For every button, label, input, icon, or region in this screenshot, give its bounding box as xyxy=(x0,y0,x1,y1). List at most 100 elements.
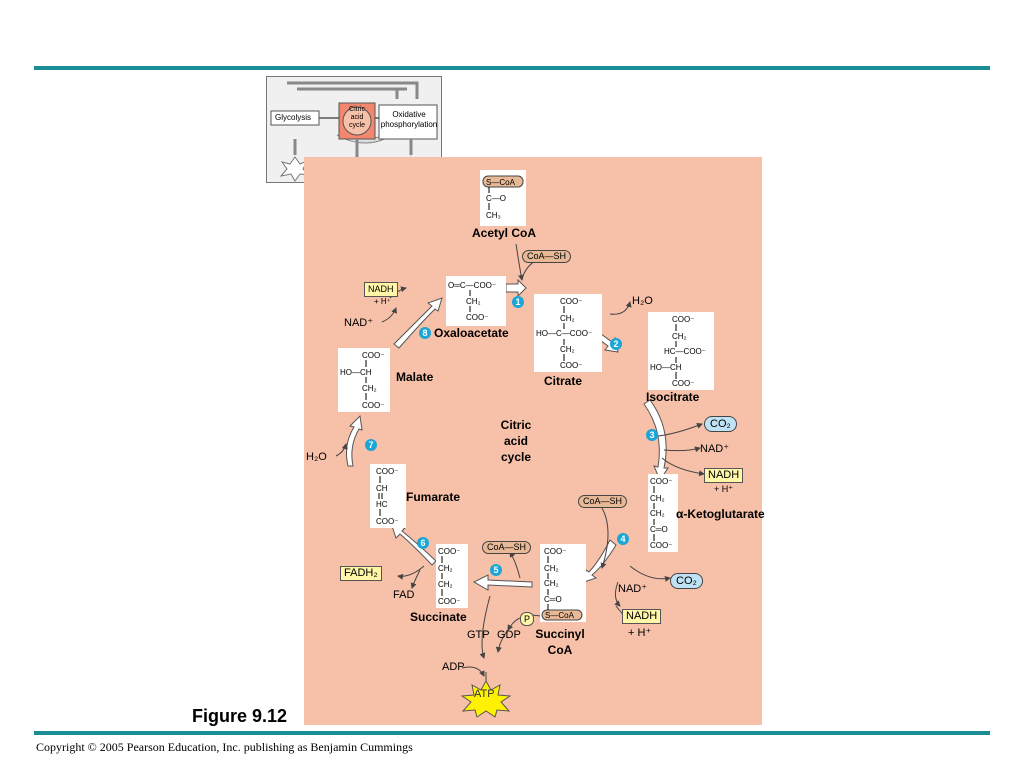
succinyl-word: Succinyl xyxy=(535,627,585,641)
svg-text:HO—C—COO⁻: HO—C—COO⁻ xyxy=(536,329,592,338)
arrow-step-4 xyxy=(583,539,617,583)
svg-text:O═C—COO⁻: O═C—COO⁻ xyxy=(448,281,496,290)
arrow-step-3 xyxy=(643,399,669,482)
inset-acid-word: acid xyxy=(350,114,364,121)
svg-text:COO⁻: COO⁻ xyxy=(362,351,384,360)
fumarate-structure: COO⁻ CH HC COO⁻ xyxy=(370,464,406,528)
svg-text:COO⁻: COO⁻ xyxy=(560,297,582,306)
center-citric-word: Citric xyxy=(500,418,532,432)
svg-text:CH₂: CH₂ xyxy=(560,345,575,354)
step-badge-6: 6 xyxy=(417,537,429,549)
ketoglutarate-structure: COO⁻ CH₂ CH₂ C═O COO⁻ xyxy=(648,474,678,552)
oxaloacetate-structure: O═C—COO⁻ CH₂ COO⁻ xyxy=(446,276,506,326)
hplus-step8: + H⁺ xyxy=(374,297,391,306)
svg-text:CH₂: CH₂ xyxy=(438,564,453,573)
svg-text:COO⁻: COO⁻ xyxy=(376,467,398,476)
svg-text:CH₂: CH₂ xyxy=(650,509,665,518)
svg-text:CH₂: CH₂ xyxy=(362,384,377,393)
cycle-center-title: Citric acid cycle xyxy=(486,417,546,465)
ketoglutarate-label: α-Ketoglutarate xyxy=(676,507,765,521)
svg-text:HO—CH: HO—CH xyxy=(340,368,372,377)
acetyl-coa-structure: S—CoA C—O CH₃ xyxy=(480,170,526,226)
citrate-structure: COO⁻ CH₂ HO—C—COO⁻ CH₂ COO⁻ xyxy=(534,294,602,372)
succinate-structure: COO⁻ CH₂ CH₂ COO⁻ xyxy=(436,544,468,608)
figure-label: Figure 9.12 xyxy=(192,706,288,726)
inset-glycolysis-label: Glycolysis xyxy=(275,113,312,122)
svg-text:CH₂: CH₂ xyxy=(672,332,687,341)
succinyl-coa-structure: COO⁻ CH₂ CH₂ C═O S—CoA xyxy=(540,544,586,622)
phosphate-badge: P xyxy=(520,612,534,626)
isocitrate-label: Isocitrate xyxy=(646,390,700,404)
svg-text:CH₂: CH₂ xyxy=(438,580,453,589)
svg-text:S—CoA: S—CoA xyxy=(545,611,575,620)
svg-text:HO—CH: HO—CH xyxy=(650,363,682,372)
fumarate-label: Fumarate xyxy=(406,490,461,504)
step-badge-7: 7 xyxy=(365,439,377,451)
svg-text:COO⁻: COO⁻ xyxy=(362,401,384,410)
arrow-step-7 xyxy=(346,414,363,467)
co2-step3: CO₂ xyxy=(704,416,737,432)
step-badge-8: 8 xyxy=(419,327,431,339)
citrate-label: Citrate xyxy=(544,374,583,388)
coa-sh-tag-step5: CoA—SH xyxy=(482,541,532,554)
inset-oxidative-word: Oxidative xyxy=(392,110,426,119)
svg-text:CH₂: CH₂ xyxy=(650,494,665,503)
coa-sh-tag-step1: CoA—SH xyxy=(522,250,572,263)
svg-text:COO⁻: COO⁻ xyxy=(466,313,488,322)
arrow-step-1 xyxy=(505,278,527,298)
inset-cycle-word: cycle xyxy=(349,122,365,129)
svg-text:CH₂: CH₂ xyxy=(466,297,481,306)
svg-text:CH₂: CH₂ xyxy=(544,579,559,588)
coa-sh-tag-step4: CoA—SH xyxy=(578,495,628,508)
nadh-step8: NADH xyxy=(364,282,398,297)
nadh-step4: NADH xyxy=(622,609,662,624)
atp-label: ATP xyxy=(474,688,495,700)
center-cycle-word: cycle xyxy=(500,450,532,464)
svg-text:COO⁻: COO⁻ xyxy=(560,361,582,370)
step-badge-1: 1 xyxy=(512,296,524,308)
arrow-step-5 xyxy=(472,574,533,591)
top-rule xyxy=(34,66,990,70)
oxaloacetate-label: Oxaloacetate xyxy=(434,326,509,340)
center-acid-word: acid xyxy=(503,434,528,448)
svg-text:C—O: C—O xyxy=(486,194,506,203)
nad-step8: NAD⁺ xyxy=(344,317,374,329)
co2-step4: CO₂ xyxy=(670,573,703,589)
malate-label: Malate xyxy=(396,370,434,384)
h2o-step2: H₂O xyxy=(632,295,653,307)
svg-text:COO⁻: COO⁻ xyxy=(672,315,694,324)
h2o-step7: H₂O xyxy=(306,451,327,463)
overview-graphic xyxy=(270,81,438,182)
copyright-notice: Copyright © 2005 Pearson Education, Inc.… xyxy=(36,740,413,754)
gdp-label: GDP xyxy=(497,629,521,641)
step-badge-2: 2 xyxy=(610,338,622,350)
fadh2-label: FADH₂ xyxy=(340,566,382,581)
bottom-rule xyxy=(34,731,990,735)
acetyl-coa-label: Acetyl CoA xyxy=(472,226,537,240)
svg-text:CH: CH xyxy=(376,484,388,493)
svg-text:C═O: C═O xyxy=(650,525,668,534)
gtp-label: GTP xyxy=(467,629,490,641)
malate-structure: COO⁻ HO—CH CH₂ COO⁻ xyxy=(338,348,390,412)
svg-text:COO⁻: COO⁻ xyxy=(650,541,672,550)
inset-citric-word: Citric xyxy=(349,106,365,113)
step-badge-4: 4 xyxy=(617,533,629,545)
svg-text:COO⁻: COO⁻ xyxy=(376,517,398,526)
hplus-step4: + H⁺ xyxy=(628,627,652,639)
svg-text:CH₃: CH₃ xyxy=(486,211,501,220)
svg-text:CH₂: CH₂ xyxy=(544,564,559,573)
svg-text:CH₂: CH₂ xyxy=(560,314,575,323)
step-badge-3: 3 xyxy=(646,429,658,441)
succinate-label: Succinate xyxy=(410,610,467,624)
nad-step3: NAD⁺ xyxy=(700,443,730,455)
atp-star-icon xyxy=(460,680,512,718)
svg-text:HC: HC xyxy=(376,500,388,509)
svg-text:COO⁻: COO⁻ xyxy=(438,547,460,556)
hplus-step3: + H⁺ xyxy=(714,484,734,494)
arrow-step-6 xyxy=(391,525,437,566)
svg-text:COO⁻: COO⁻ xyxy=(650,477,672,486)
svg-text:COO⁻: COO⁻ xyxy=(438,597,460,606)
